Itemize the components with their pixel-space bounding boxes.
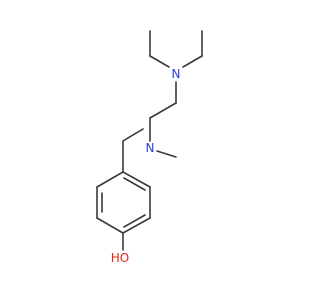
bond-ch2a-ch2b	[149, 102, 177, 119]
molecule-svg: N N HO	[96, 30, 203, 265]
structure-diagram: N N HO	[96, 30, 203, 265]
ring-bond-6	[96, 171, 124, 188]
nitrogen-atom-mid: N	[146, 141, 155, 155]
ring-bond-1	[122, 171, 151, 188]
hydroxyl-label: HO	[111, 251, 129, 265]
bond-n-methyl	[156, 150, 177, 158]
benzene-ring	[96, 171, 151, 234]
bond-n-ethyl-left-1	[149, 55, 170, 68]
nitrogen-atom-top: N	[172, 67, 181, 81]
bond-ch2-n	[122, 128, 144, 142]
ring-bond-4	[96, 217, 124, 234]
bond-n-ethyl-right-1	[182, 55, 203, 68]
ring-double-bond-1	[123, 177, 146, 191]
ring-double-bond-2	[123, 214, 146, 228]
ring-bond-3	[122, 217, 151, 234]
